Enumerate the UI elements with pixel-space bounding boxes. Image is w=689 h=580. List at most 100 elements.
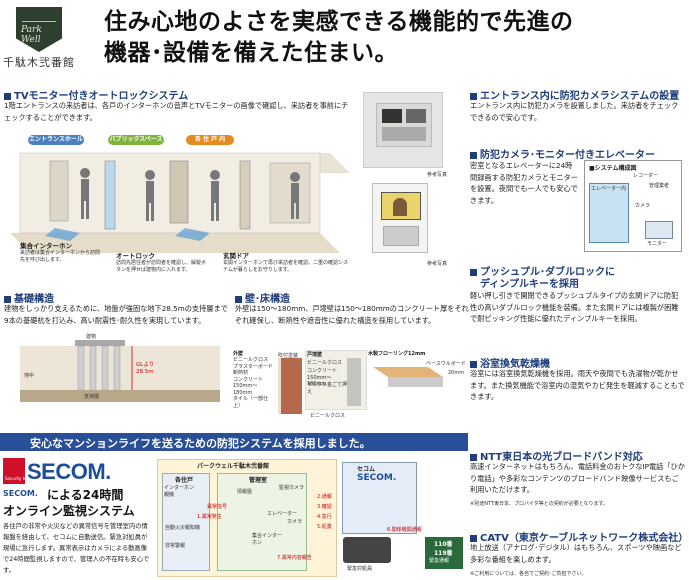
security-banner: 安心なマンションライフを送るための防犯システムを採用しました。 — [0, 433, 468, 451]
pile-diagram — [20, 340, 220, 402]
foundation-diagram — [20, 340, 220, 402]
headline-line1: 住み心地のよさを実感できる機能的で先進の — [104, 9, 574, 35]
party-wall-head: 戸境壁 — [307, 352, 323, 358]
secom-small-logo: SECOM. — [3, 489, 38, 498]
security-diagram: パークウェル千駄木弐番館 各住戸 管理室 セコム SECOM. 緊急対処員 11… — [157, 459, 468, 577]
secom-logo: SECOM. — [27, 459, 111, 484]
floor-diagram: 木製フローリング12mm ベースウルボード 20mm — [368, 350, 468, 390]
logo: Park Well — [16, 7, 62, 52]
diagram-label-0: インターホン親機 — [164, 485, 195, 498]
photo-caption-2: 参考写真 — [427, 261, 448, 267]
label-intercom-text: 来訪者は集合インターホンから訪問先を呼び出します。 — [20, 250, 101, 263]
label-autolock: オートロック 訪問先居住者が訪問者を確認し、解錠ボタンを押せば建物内に入れます。 — [116, 250, 208, 273]
pill-public-space: パブリックスペース — [108, 135, 164, 145]
pushpull-body: 軽い押し引きで開閉できるプッシュプルタイプの玄関ドアに防犯性の高いダブルロック機… — [470, 291, 679, 323]
floor-section-art — [373, 367, 443, 387]
ext-wall-item-4: タイル（一部仕上） — [233, 396, 269, 409]
elevator-diagram-label-3: カメラ — [635, 203, 651, 209]
diagram-label-10: 6.関係機関通報 — [387, 527, 422, 533]
ntt-title: NTT東日本の光ブロードバンド対応 — [470, 448, 643, 463]
diagram-label-8: 5.処置 — [317, 524, 332, 530]
catv-body: 地上放送（アナログ･デジタル）はもちろん、スポーツや映画など多彩な番組を楽しめま… — [470, 543, 682, 564]
label-front-door-text: 玄関インターホンで再び来訪者を確認。二重の確認システムが暮らしをお守りします。 — [223, 260, 349, 273]
ext-wall-item-2: 断熱材 — [233, 370, 249, 376]
catv-title: CATV（東京ケーブルネットワーク株式会社） — [470, 529, 688, 544]
pushpull-title: プッシュプル･ダブルロックに — [470, 263, 615, 278]
entrance-camera-body: エントランス内に防犯カメラを設置しました。来訪者をチェックできるので安心です。 — [470, 101, 679, 122]
pill-unit-interior: 各 住 戸 内 — [186, 135, 234, 145]
diagram-fire: 119番 — [434, 550, 453, 557]
diagram-label-1: 異常信号 — [207, 504, 228, 510]
diagram-secom-center: セコム — [357, 466, 376, 473]
bath-dryer-body: 浴室には浴室換気乾燥機を採用。雨天や夜間でも洗濯物が乾かせます。また換気機能で浴… — [470, 369, 685, 401]
diagram-unit: 各住戸 — [175, 477, 194, 484]
intercom-panel-photo — [363, 92, 443, 168]
diagram-label-11: エレベーター — [267, 511, 298, 517]
party-wall-item-1: コンクリート150mm〜180mm — [307, 368, 338, 387]
catv-note: ※ご利用については、各自でご契約･ご負担下さい。 — [470, 571, 587, 577]
wall-floor-body: 外壁は150〜180mm、戸境壁は150〜180mmのコンクリート厚をそれぞれ確… — [235, 304, 469, 325]
diagram-mgmt: 管理室 — [249, 477, 268, 484]
floor-item-0: ベースウルボード — [426, 361, 466, 367]
exterior-wall-diagram: 外壁 ビニールクロス プラスターボード 断熱材 コンクリート150mm〜180m… — [233, 350, 305, 418]
secom-tagline-1: による24時間 — [47, 488, 124, 502]
elevator-system-diagram: ■システム構成図 レコーダー エレベーター内 管理業者 カメラ モニター — [584, 160, 682, 252]
label-intercom-title: 集合インターホン — [20, 242, 72, 250]
secom-badge: Security by — [5, 476, 28, 481]
foundation-label-support: 支持層 — [84, 394, 100, 400]
elevator-camera-title: 防犯カメラ･モニター付きエレベーター — [470, 146, 655, 161]
elevator-diagram-label-4: モニター — [647, 241, 668, 247]
ext-wall-item-0: ビニールクロス — [233, 357, 269, 363]
foundation-label-building: 建物 — [86, 334, 97, 340]
elevator-diagram-title: ■システム構成図 — [589, 165, 637, 172]
elevator-diagram-label-0: レコーダー — [633, 173, 659, 179]
label-front-door: 玄関ドア 玄関インターホンで再び来訪者を確認。二重の確認システムが暮らしをお守り… — [223, 250, 348, 273]
foundation-title: 基礎構造 — [4, 290, 54, 305]
elevator-diagram-label-2: 管理業者 — [649, 183, 670, 189]
diagram-police: 110番 — [434, 541, 453, 548]
diagram-secom-logo: SECOM. — [357, 473, 397, 483]
label-front-door-title: 玄関ドア — [223, 252, 249, 260]
ext-wall-head: 外壁 — [233, 351, 244, 357]
diagram-label-15: 非常警報 — [165, 543, 186, 549]
diagram-label-5: 2.通報 — [317, 494, 332, 500]
bath-dryer-title: 浴室換気乾燥機 — [470, 355, 550, 370]
diagram-police-fire: 緊急通報 — [429, 558, 450, 564]
diagram-label-12: カメラ — [287, 519, 303, 525]
secom-logo-block — [3, 458, 25, 484]
party-wall-diagram: 戸境壁 ビニールクロス コンクリート150mm〜180mm モルタル金ごて押え — [305, 350, 368, 418]
diagram-label-9: 7.異常内容報告 — [277, 555, 312, 561]
security-banner-text: 安心なマンションライフを送るための防犯システムを採用しました。 — [30, 437, 371, 450]
party-wall-note: ビニールクロス — [310, 413, 346, 419]
elevator-camera-body: 密室となるエレベーターに24時間録画する防犯カメラとモニターを設置。夜間でも一人… — [470, 161, 578, 205]
ntt-body: 高速インターネットはもちろん、電話料金のおトクなIP電話「ひかり電話」や多彩なコ… — [470, 462, 685, 494]
tv-autolock-body: 1階エントランスの来訪者は、各戸のインターホンの音声とTVモニターの画像で確認し… — [4, 101, 349, 122]
pushpull-title-2: ディンプルキーを採用 — [480, 279, 579, 290]
diagram-label-13: 集合インターホン — [252, 533, 283, 546]
foundation-label-depth: GLより28.5m — [136, 362, 155, 375]
diagram-label-4: 1.異常発生 — [197, 514, 222, 520]
floor-head: 木製フローリング12mm — [368, 351, 426, 357]
party-wall-item-0: ビニールクロス — [307, 360, 343, 366]
floor-item-1: 20mm — [448, 370, 465, 376]
diagram-label-6: 3.確認 — [317, 504, 332, 510]
label-autolock-text: 訪問先居住者が訪問者を確認し、解錠ボタンを押せば建物内に入れます。 — [116, 260, 207, 273]
foundation-body: 建物をしっかり支えるために、地盤が強固な地下28.5mの支持層まで9本の基礎杭を… — [4, 304, 228, 325]
ext-wall-item-1: プラスターボード — [233, 363, 273, 370]
secom-body: 各住戸の非常や火災などの異常信号を管理室内の情報盤を経由して、セコムに自動送信。… — [3, 523, 150, 574]
tv-autolock-title: TVモニター付きオートロックシステム — [4, 87, 188, 102]
foundation-label-underground: 地中 — [24, 373, 35, 379]
diagram-label-2: 情報盤 — [237, 489, 253, 495]
diagram-label-14: 自動火災報知機 — [165, 525, 201, 531]
photo-caption-1: 参考写真 — [427, 172, 448, 178]
secom-tagline-2: オンライン監視システム — [3, 504, 135, 518]
diagram-label-7: 4.急行 — [317, 514, 332, 520]
diagram-label-3: 監視カメラ — [279, 485, 305, 491]
headline-line2: 機器･設備を備えた住まい。 — [104, 40, 398, 66]
label-intercom: 集合インターホン 来訪者は集合インターホンから訪問先を呼び出します。 — [20, 240, 100, 263]
autolock-scene — [10, 152, 350, 253]
wall-floor-title: 壁･床構造 — [235, 290, 290, 305]
autolock-illustration — [10, 133, 350, 273]
ext-wall-item-3: コンクリート150mm〜180mm — [233, 376, 264, 396]
elevator-diagram-label-1: エレベーター内 — [591, 186, 627, 192]
